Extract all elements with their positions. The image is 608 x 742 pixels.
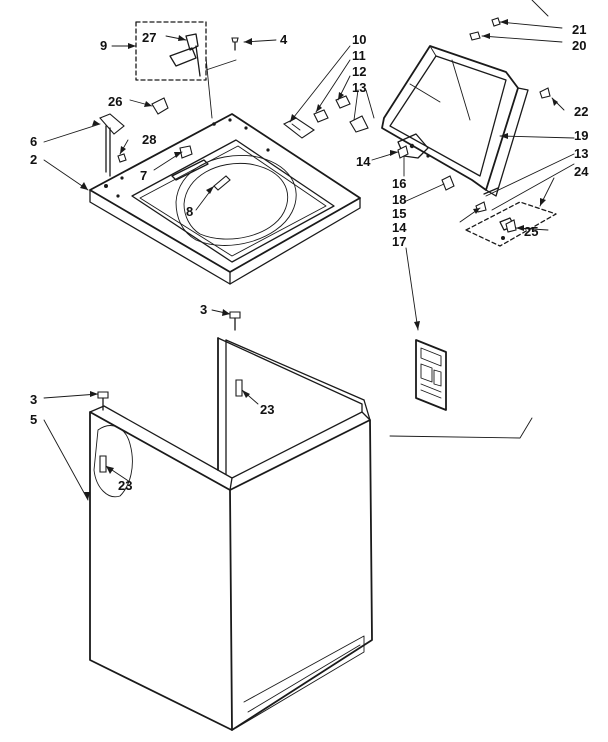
- label-part-12: 12: [352, 64, 366, 79]
- label-part-3: 3: [200, 302, 207, 317]
- top-panel: [89, 113, 361, 285]
- label-part-23: 23: [118, 478, 132, 493]
- label-part-28: 28: [142, 132, 156, 147]
- label-part-9: 9: [100, 38, 107, 53]
- part-labels: 2 3 3 4 5 6 7 8 9 10 11 12 13 13 14 14 1…: [30, 22, 589, 493]
- label-part-15: 15: [392, 206, 406, 221]
- label-part-21: 21: [572, 22, 586, 37]
- label-part-10: 10: [352, 32, 366, 47]
- label-part-14: 14: [392, 220, 407, 235]
- label-part-11: 11: [352, 48, 366, 63]
- control-label-plate: [415, 339, 447, 411]
- label-part-13: 13: [352, 80, 366, 95]
- label-part-22: 22: [574, 104, 588, 119]
- label-part-27: 27: [142, 30, 156, 45]
- leader-lines: [43, 0, 575, 501]
- cabinet: [89, 337, 373, 731]
- leader-arrowheads: [80, 19, 558, 500]
- label-part-2: 2: [30, 152, 37, 167]
- label-part-6: 6: [30, 134, 37, 149]
- label-part-18: 18: [392, 192, 406, 207]
- label-part-24: 24: [574, 164, 589, 179]
- label-part-8: 8: [186, 204, 193, 219]
- label-part-25: 25: [524, 224, 538, 239]
- label-part-13: 13: [574, 146, 588, 161]
- small-parts: [97, 17, 551, 473]
- lid: [381, 45, 529, 197]
- label-part-20: 20: [572, 38, 586, 53]
- label-part-19: 19: [574, 128, 588, 143]
- label-part-17: 17: [392, 234, 406, 249]
- label-part-16: 16: [392, 176, 406, 191]
- label-part-5: 5: [30, 412, 37, 427]
- label-part-26: 26: [108, 94, 122, 109]
- label-part-23: 23: [260, 402, 274, 417]
- label-part-4: 4: [280, 32, 288, 47]
- label-part-14: 14: [356, 154, 371, 169]
- part-box-9: [135, 21, 237, 119]
- label-part-7: 7: [140, 168, 147, 183]
- label-part-3: 3: [30, 392, 37, 407]
